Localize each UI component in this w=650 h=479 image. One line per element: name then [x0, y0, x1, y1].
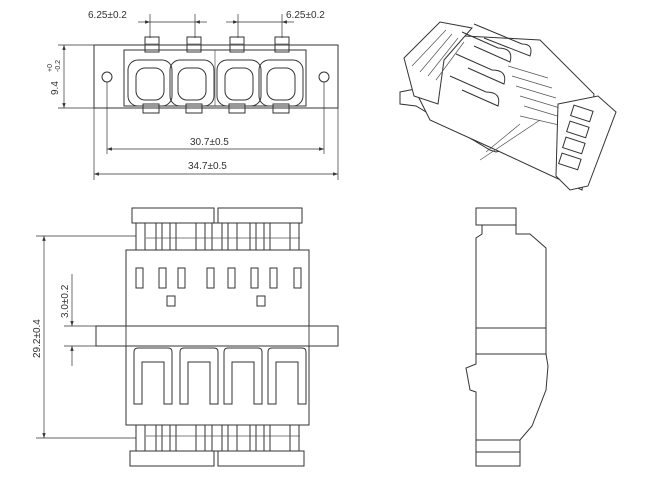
side-upper-body: [475, 224, 547, 329]
height-tol-upper: +0: [47, 64, 54, 72]
top-latches: [144, 36, 290, 53]
pitch-left-label: 6.25±0.2: [88, 10, 127, 21]
overall-length-label: 29.2±0.4: [32, 319, 43, 358]
dimension-overall-length: 29.2±0.4: [32, 235, 136, 439]
side-bottom-cap: [475, 451, 521, 467]
flange-plate: [93, 44, 339, 109]
side-top-cap: [475, 207, 517, 226]
iso-latch-fingers: [449, 23, 532, 107]
dimension-overall-width: 34.7±0.5: [93, 108, 339, 180]
side-flange: [475, 327, 547, 355]
mounting-hole-right: [318, 71, 330, 83]
side-view: [465, 207, 549, 467]
bottom-tabs: [142, 103, 290, 114]
mounting-hole-left: [101, 71, 113, 83]
dimension-hole-spacing: 30.7±0.5: [106, 82, 325, 154]
front-view: [95, 207, 339, 467]
dimension-pitch-left: 6.25±0.2: [88, 10, 207, 38]
bottom-cap-left: [129, 450, 215, 467]
flange-offset-label: 3.0±0.2: [60, 284, 71, 318]
upper-slots: [135, 267, 302, 307]
pitch-right-label: 6.25±0.2: [286, 10, 325, 21]
dimension-height: 9.4 +0 -0.2: [47, 44, 94, 109]
front-flange: [95, 325, 339, 347]
height-label: 9.4: [50, 81, 61, 95]
overall-width-label: 34.7±0.5: [188, 161, 227, 172]
top-prongs: [135, 222, 300, 251]
height-tol-lower: -0.2: [55, 60, 62, 72]
bottom-prongs: [135, 424, 300, 452]
top-view: [93, 36, 339, 114]
top-cap-right: [217, 207, 303, 224]
lower-latch-clips: [133, 347, 307, 405]
side-lower-body: [465, 353, 549, 441]
port-openings: [127, 59, 304, 107]
isometric-view: [399, 21, 617, 191]
top-cap-left: [131, 207, 215, 224]
hole-spacing-label: 30.7±0.5: [190, 137, 229, 148]
dimension-flange-offset: 3.0±0.2: [60, 274, 126, 366]
dimension-pitch-right: 6.25±0.2: [226, 10, 325, 38]
iso-front-ports: [558, 104, 594, 171]
side-bottom-tab: [475, 439, 521, 453]
bottom-cap-right: [217, 450, 305, 467]
